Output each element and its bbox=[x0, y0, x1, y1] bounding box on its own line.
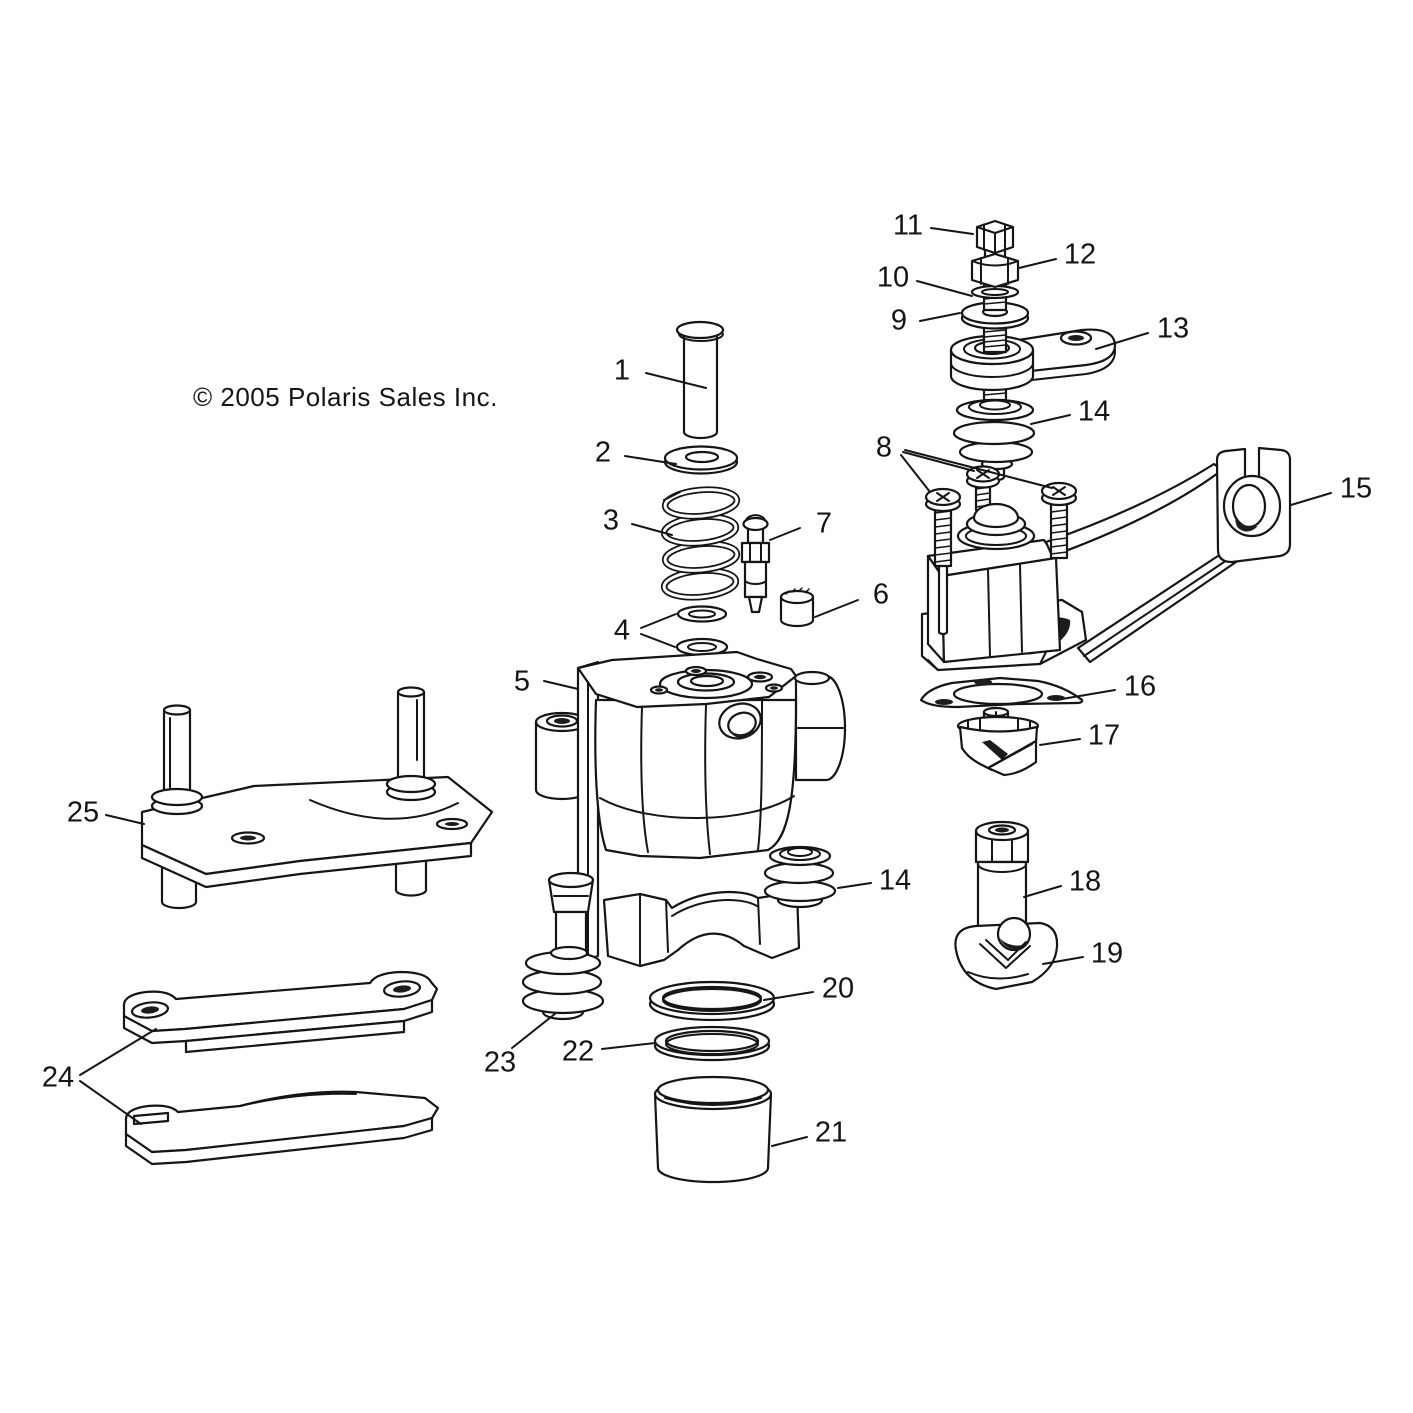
part-15-boot-dome-drawing bbox=[956, 502, 1036, 551]
callout-11: 11 bbox=[892, 209, 924, 242]
callout-18: 18 bbox=[1068, 865, 1102, 898]
leader-line-10 bbox=[916, 280, 973, 297]
part-15-bracket-drawing bbox=[920, 446, 1292, 672]
part-14-caliper-boot-drawing bbox=[763, 845, 837, 909]
leader-line-6 bbox=[814, 599, 859, 618]
part-7-bleeder-screw-drawing bbox=[740, 514, 771, 614]
callout-17: 17 bbox=[1087, 719, 1121, 752]
callout-8: 8 bbox=[875, 431, 893, 464]
callout-4: 4 bbox=[613, 614, 631, 647]
part-16-gasket-drawing bbox=[919, 676, 1084, 709]
callout-10: 10 bbox=[876, 261, 910, 294]
callout-14: 14 bbox=[1077, 395, 1111, 428]
callout-24: 24 bbox=[41, 1061, 75, 1094]
callout-25: 25 bbox=[66, 796, 100, 829]
leader-line-7 bbox=[769, 527, 801, 541]
leader-line-8 bbox=[904, 449, 1053, 489]
leader-line-5 bbox=[543, 680, 579, 690]
leader-line-4 bbox=[640, 633, 676, 648]
callout-19: 19 bbox=[1090, 937, 1124, 970]
part-17-anchor-drawing bbox=[956, 706, 1040, 777]
leader-line-25 bbox=[105, 814, 145, 825]
part-9-to-12-fastener-stack-drawing bbox=[960, 219, 1030, 354]
leader-line-21 bbox=[771, 1136, 808, 1147]
leader-line-20 bbox=[763, 991, 814, 1001]
leader-line-14 bbox=[1030, 414, 1071, 425]
leader-line-8 bbox=[900, 454, 931, 493]
leader-line-11 bbox=[930, 227, 974, 235]
callout-13: 13 bbox=[1156, 312, 1190, 345]
callout-15: 15 bbox=[1339, 472, 1373, 505]
callout-23: 23 bbox=[483, 1046, 517, 1079]
leader-line-15 bbox=[1290, 492, 1332, 506]
leader-line-2 bbox=[624, 455, 677, 465]
callout-21: 21 bbox=[814, 1116, 848, 1149]
leader-line-24 bbox=[79, 1028, 157, 1076]
part-18-post-drawing bbox=[974, 820, 1030, 930]
copyright-text: © 2005 Polaris Sales Inc. bbox=[193, 382, 498, 412]
callout-16: 16 bbox=[1123, 670, 1157, 703]
part-19-detent-base-drawing bbox=[954, 916, 1059, 991]
part-5-caliper-body-drawing bbox=[534, 650, 847, 968]
part-21-piston-drawing bbox=[653, 1075, 773, 1184]
leader-line-13 bbox=[1095, 332, 1149, 350]
leader-line-3 bbox=[631, 523, 673, 536]
leader-line-4 bbox=[640, 613, 677, 629]
callout-2: 2 bbox=[594, 436, 612, 469]
callout-7: 7 bbox=[815, 507, 833, 540]
leader-line-17 bbox=[1039, 738, 1081, 746]
leader-line-22 bbox=[601, 1042, 656, 1050]
leader-line-14 bbox=[837, 882, 872, 889]
part-22-seal-drawing bbox=[653, 1025, 771, 1062]
leader-line-18 bbox=[1023, 885, 1062, 898]
callout-5: 5 bbox=[513, 665, 531, 698]
leader-line-12 bbox=[1018, 258, 1057, 269]
part-6-spacer-drawing bbox=[779, 587, 815, 628]
callout-20: 20 bbox=[821, 972, 855, 1005]
part-8-screw-left-drawing bbox=[924, 487, 962, 636]
part-25-mounting-bracket-drawing bbox=[140, 686, 494, 910]
callout-14: 14 bbox=[878, 864, 912, 897]
part-2-washer-drawing bbox=[663, 445, 739, 475]
callout-6: 6 bbox=[872, 578, 890, 611]
part-23-pin-boot-drawing bbox=[521, 945, 605, 1021]
callout-1: 1 bbox=[613, 354, 631, 387]
leader-line-23 bbox=[511, 1012, 557, 1049]
part-8-screw-middle-drawing bbox=[965, 465, 1001, 512]
callout-22: 22 bbox=[561, 1035, 595, 1068]
leader-line-16 bbox=[1061, 689, 1116, 700]
callout-12: 12 bbox=[1063, 238, 1097, 271]
leader-line-19 bbox=[1042, 956, 1084, 965]
callout-9: 9 bbox=[890, 304, 908, 337]
callout-3: 3 bbox=[602, 504, 620, 537]
part-14-adjuster-boot-drawing bbox=[952, 398, 1036, 482]
leader-line-1 bbox=[645, 372, 707, 389]
leader-line-8 bbox=[902, 451, 975, 472]
leader-line-24 bbox=[79, 1080, 142, 1125]
part-24-brake-pads-drawing bbox=[122, 970, 440, 1166]
leader-line-9 bbox=[919, 312, 961, 322]
